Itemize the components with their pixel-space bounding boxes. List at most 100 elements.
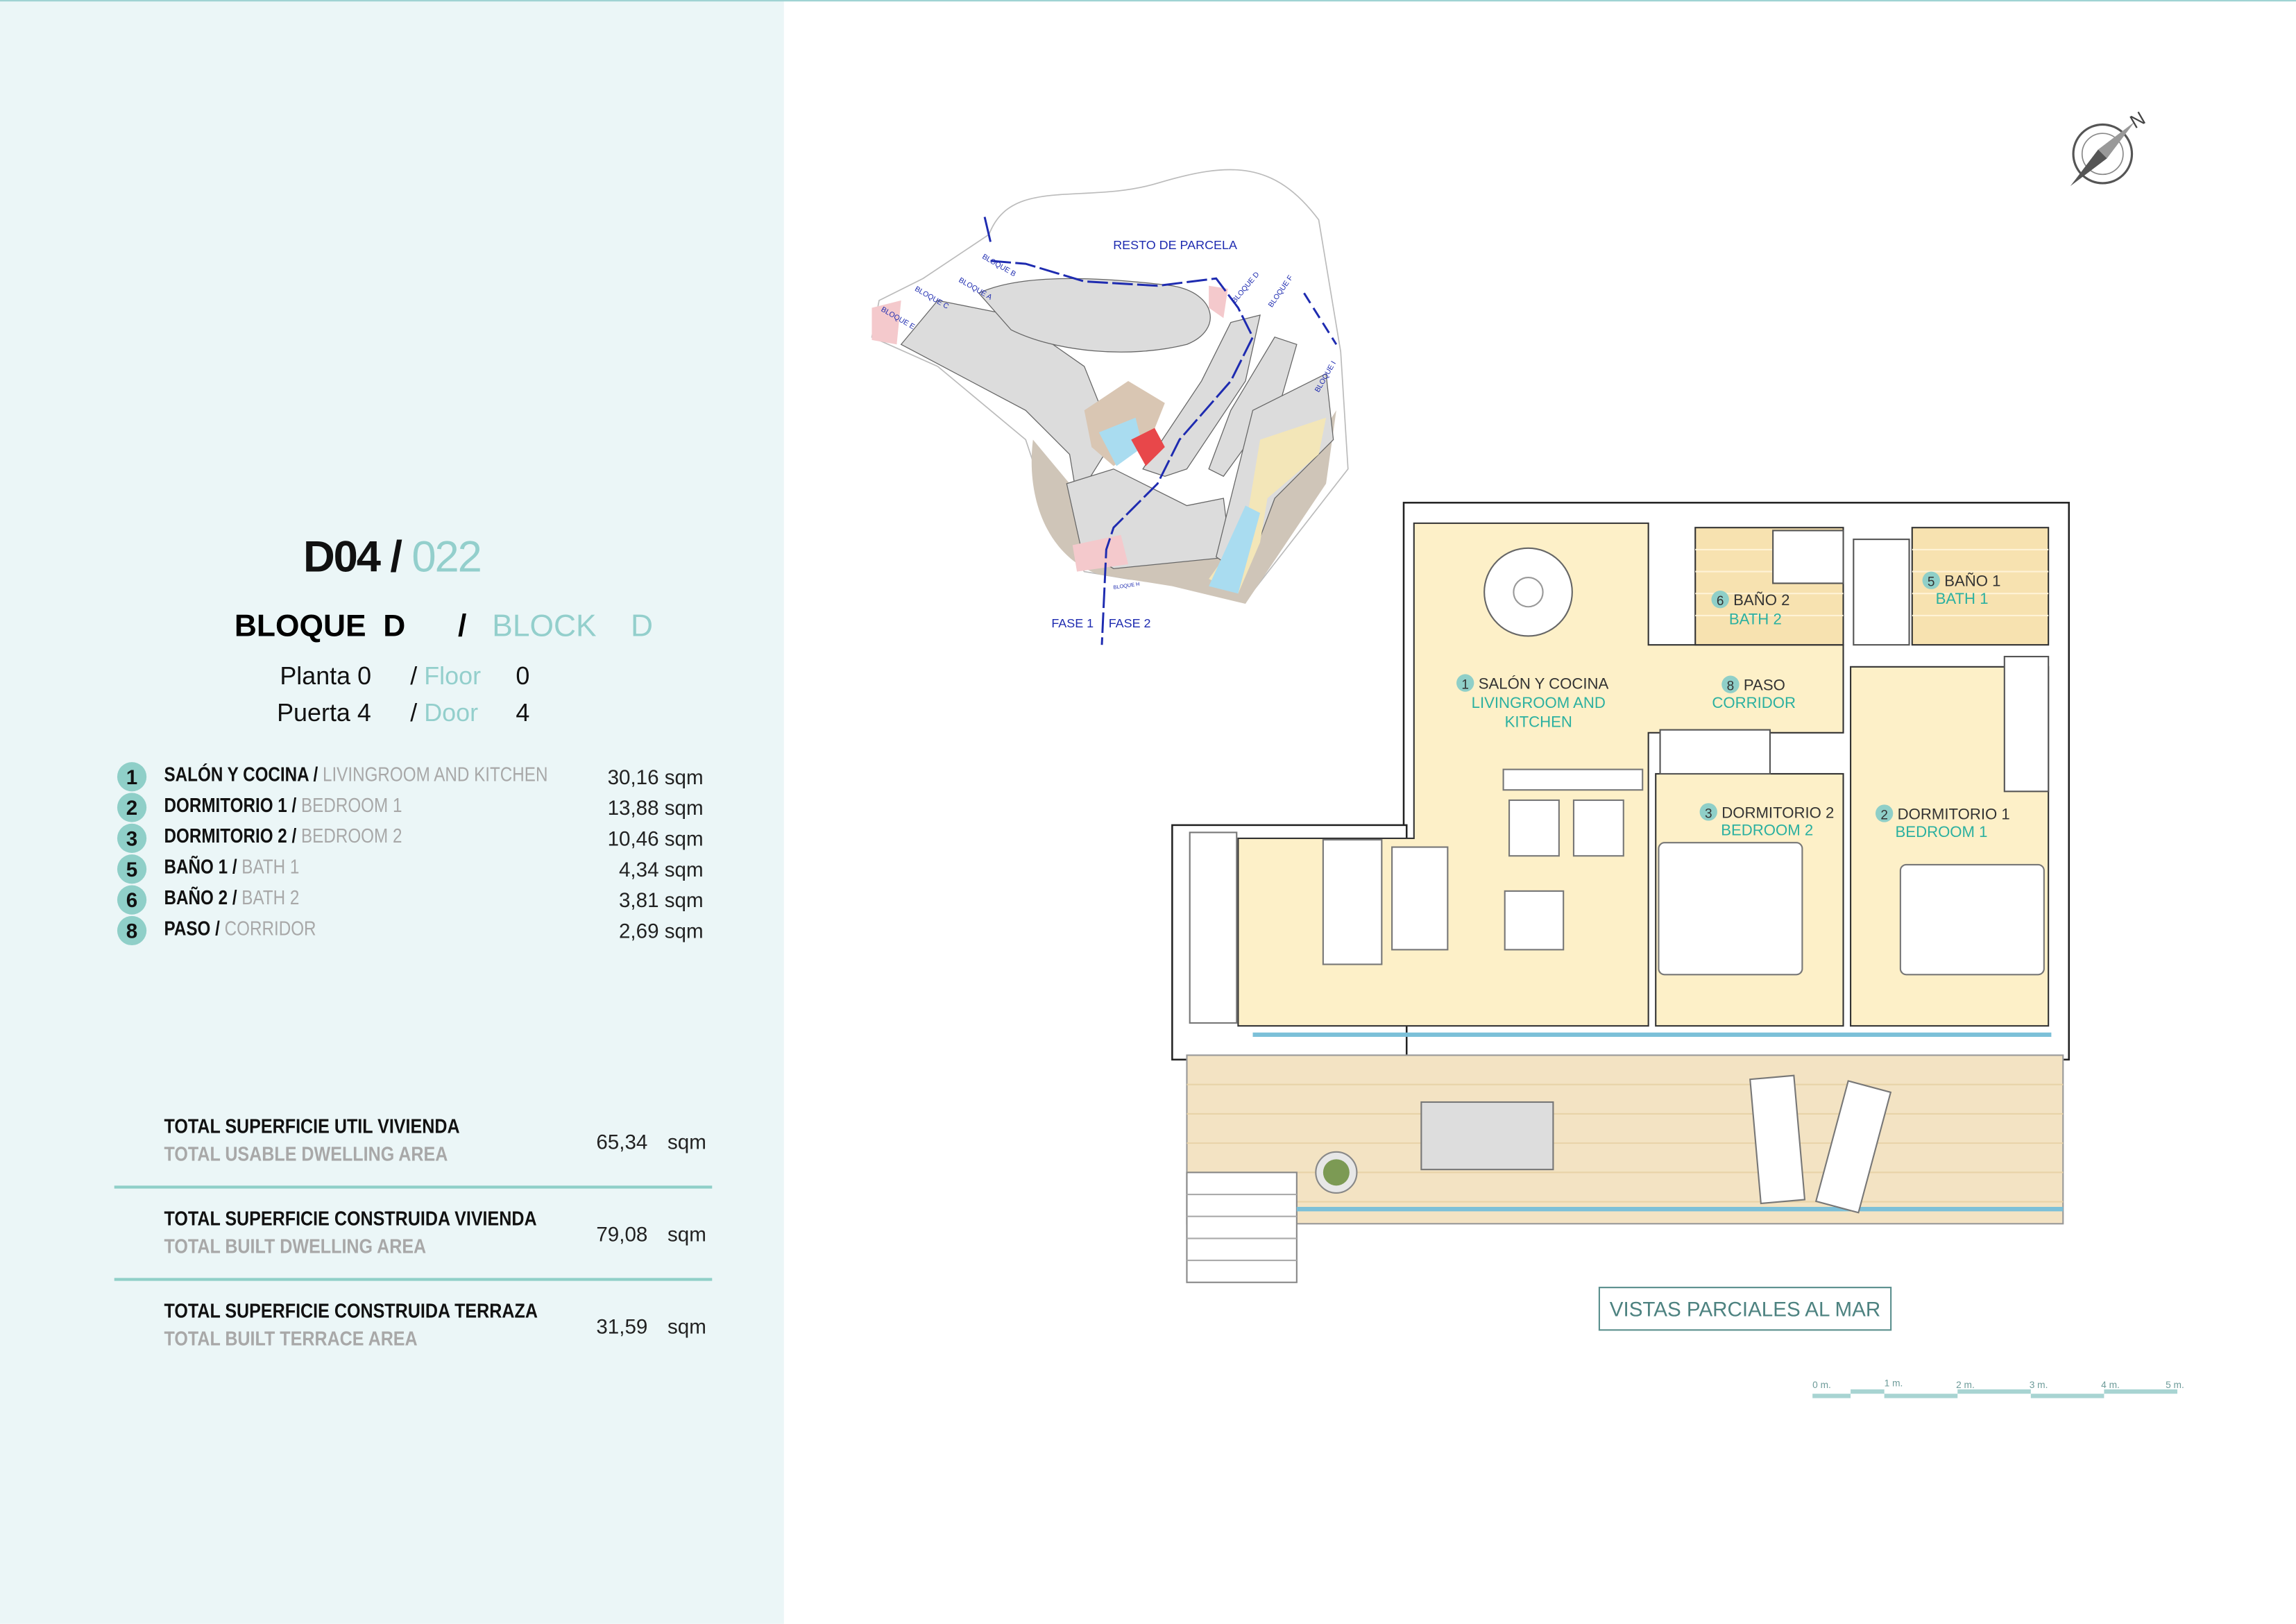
total-label-es: TOTAL SUPERFICIE CONSTRUIDA VIVIENDA bbox=[164, 1208, 537, 1230]
bedroom2-label-es: DORMITORIO 2 bbox=[1721, 804, 1834, 821]
room-name-en: LIVINGROOM AND KITCHEN bbox=[322, 763, 548, 786]
total-label-es: TOTAL SUPERFICIE UTIL VIVIENDA bbox=[164, 1115, 460, 1137]
total-unit: sqm bbox=[667, 1130, 706, 1153]
room-number: 6 bbox=[1717, 594, 1724, 609]
floor-label-en: Floor bbox=[424, 662, 482, 691]
total-value: 65,34 bbox=[596, 1130, 648, 1153]
unit-location-highlight bbox=[1131, 428, 1165, 466]
scale-tick-label: 4 m. bbox=[2101, 1380, 2120, 1390]
room-area: 13,88 sqm bbox=[607, 795, 704, 820]
room-name-en: BEDROOM 2 bbox=[301, 824, 402, 847]
unit-title: D04 / 022 bbox=[303, 533, 482, 582]
site-plan: RESTO DE PARCELA FASE 1 FASE 2 BLOQUE A … bbox=[871, 169, 1349, 645]
room-number: 3 bbox=[1705, 806, 1712, 821]
armchair bbox=[1508, 799, 1560, 857]
shower bbox=[1853, 539, 1910, 646]
wardrobe bbox=[1659, 729, 1771, 775]
apartment-floor-plan: 1 SALÓN Y COCINA LIVINGROOM AND KITCHEN … bbox=[1171, 502, 2070, 1283]
pink-area bbox=[1209, 285, 1228, 319]
room-number-badge: 8 bbox=[117, 915, 147, 946]
bedroom1-label-en: BEDROOM 1 bbox=[1896, 823, 1988, 840]
room-name-en: CORRIDOR bbox=[224, 917, 316, 940]
corridor-label-en: CORRIDOR bbox=[1712, 694, 1796, 711]
wardrobe bbox=[2003, 655, 2050, 793]
bloque-b-building bbox=[978, 278, 1211, 353]
scale-tick-label: 3 m. bbox=[2030, 1380, 2048, 1390]
terrace bbox=[1186, 1054, 2064, 1225]
scale-tick-label: 0 m. bbox=[1812, 1380, 1831, 1390]
total-built-dwelling-area: TOTAL SUPERFICIE CONSTRUIDA VIVIENDA TOTA… bbox=[164, 1208, 710, 1266]
pool-lower bbox=[1209, 505, 1261, 594]
block-label-es: BLOQUE bbox=[234, 609, 366, 644]
scale-tick-label: 2 m. bbox=[1956, 1380, 1975, 1390]
room-name-es: BAÑO 2 bbox=[164, 886, 228, 909]
room-name-en: BEDROOM 1 bbox=[301, 794, 402, 817]
room-name-es: SALÓN Y COCINA bbox=[164, 763, 309, 786]
block-label-en: BLOCK bbox=[492, 609, 597, 644]
pink-area bbox=[871, 300, 901, 345]
room-number-badge bbox=[1721, 675, 1740, 693]
door-line-en: / Door bbox=[410, 699, 479, 727]
room-area: 30,16 sqm bbox=[607, 765, 704, 789]
shower bbox=[1772, 530, 1844, 584]
room-number-badge: 5 bbox=[117, 854, 147, 884]
bloque-d-building bbox=[1142, 314, 1261, 477]
room-area: 2,69 sqm bbox=[618, 919, 704, 942]
room-number-badge: 6 bbox=[117, 885, 147, 915]
fase-1-label: FASE 1 bbox=[1051, 616, 1094, 630]
phase-boundary-line bbox=[983, 217, 992, 242]
living-label-en-2: KITCHEN bbox=[1505, 713, 1572, 730]
total-value: 79,08 bbox=[596, 1222, 648, 1246]
bath2-label-en: BATH 2 bbox=[1729, 611, 1782, 628]
divider bbox=[114, 1278, 713, 1281]
room-number-badge: 3 bbox=[117, 823, 147, 854]
block-value-es: D bbox=[383, 609, 406, 644]
bath1-label-en: BATH 1 bbox=[1936, 590, 1989, 607]
room-number: 1 bbox=[1461, 677, 1469, 692]
living-label-en: LIVINGROOM AND bbox=[1472, 694, 1606, 711]
room-area: 4,34 sqm bbox=[618, 857, 704, 881]
armchair bbox=[1572, 799, 1624, 857]
room-name-es: DORMITORIO 2 bbox=[164, 824, 287, 847]
phase-boundary-line bbox=[1303, 292, 1338, 346]
sideboard bbox=[1502, 768, 1644, 791]
corridor-label-es: PASO bbox=[1744, 677, 1785, 694]
total-label-en: TOTAL BUILT DWELLING AREA bbox=[164, 1235, 427, 1258]
room-area: 3,81 sqm bbox=[618, 888, 704, 912]
plant bbox=[1323, 1159, 1350, 1186]
room-number-badge bbox=[1711, 591, 1729, 609]
room-name-es: DORMITORIO 1 bbox=[164, 794, 287, 817]
room-name-en: BATH 2 bbox=[241, 886, 300, 909]
living-label-es: SALÓN Y COCINA bbox=[1479, 675, 1609, 692]
room-number: 5 bbox=[1928, 575, 1935, 590]
room-number: 8 bbox=[1727, 679, 1735, 694]
floor-label-es: Planta bbox=[280, 662, 351, 691]
door-label-es: Puerta bbox=[277, 699, 350, 727]
floor-value: 0 bbox=[357, 662, 372, 691]
floor-value-en: 0 bbox=[516, 662, 530, 691]
total-label-en: TOTAL USABLE DWELLING AREA bbox=[164, 1143, 448, 1165]
kitchen-counter bbox=[1189, 831, 1238, 1024]
scale-tick-label: 5 m. bbox=[2166, 1380, 2184, 1390]
bloque-f-building bbox=[1208, 336, 1298, 477]
room-name-en: BATH 1 bbox=[241, 856, 300, 878]
sea-views-label: VISTAS PARCIALES AL MAR bbox=[1598, 1287, 1892, 1331]
resto-de-parcela-label: RESTO DE PARCELA bbox=[1113, 238, 1237, 252]
divider bbox=[114, 1185, 713, 1189]
room-name-es: PASO bbox=[164, 917, 211, 940]
unit-code: D04 bbox=[303, 533, 381, 582]
total-unit: sqm bbox=[667, 1314, 706, 1338]
bedroom1-label-es: DORMITORIO 1 bbox=[1898, 805, 2010, 822]
total-value: 31,59 bbox=[596, 1314, 648, 1338]
room-area: 10,46 sqm bbox=[607, 826, 704, 850]
floor-line: Planta 0 bbox=[280, 662, 371, 691]
top-rule bbox=[0, 0, 2296, 2]
floor-line-en: / Floor bbox=[410, 662, 482, 691]
